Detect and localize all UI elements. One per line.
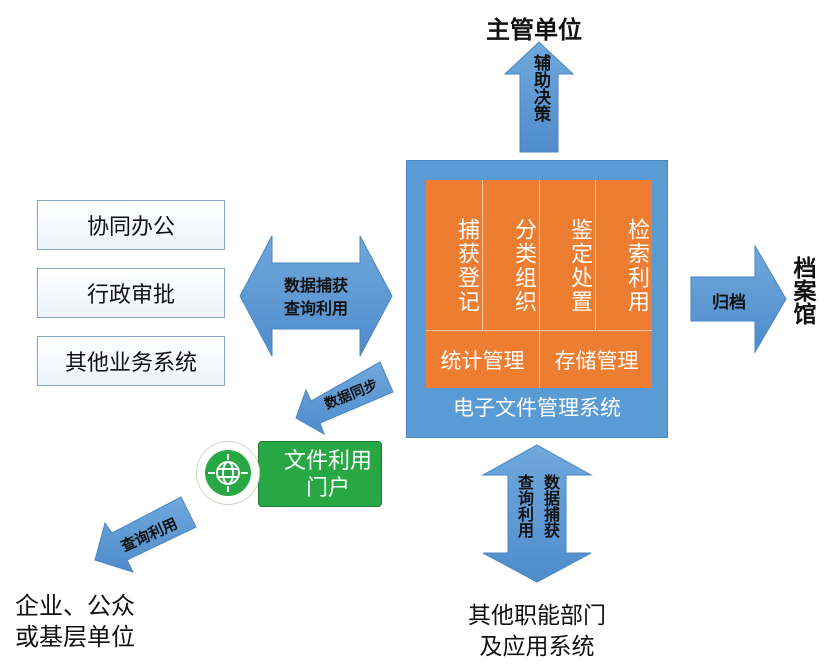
top-label: 主管单位 <box>486 16 582 44</box>
up-arrow <box>503 41 575 153</box>
query-arrow <box>94 496 197 573</box>
file-portal: 文件利用 门户 <box>258 441 382 507</box>
up-arrow-label: 辅助决策 <box>530 54 550 122</box>
left-item-approval: 行政审批 <box>37 268 225 318</box>
double-h-arrow <box>239 235 393 357</box>
double-v-arrow <box>481 444 593 583</box>
divider <box>482 180 483 330</box>
function-capture: 捕获登记 <box>454 218 479 314</box>
double-h-label-2: 查询利用 <box>283 299 348 318</box>
right-label: 档案馆 <box>789 256 815 325</box>
function-retrieve: 检索利用 <box>624 218 649 314</box>
function-statistics: 统计管理 <box>440 348 525 373</box>
divider <box>539 331 540 388</box>
right-arrow <box>690 244 787 354</box>
double-v-label-1: 查询利用 <box>515 474 534 538</box>
left-item-office: 协同办公 <box>37 200 225 250</box>
double-h-label-1: 数据捕获 <box>283 276 348 295</box>
bottom-center-label-1: 其他职能部门 <box>468 603 606 629</box>
sync-arrow <box>295 361 394 436</box>
bottom-left-label-1: 企业、公众 <box>15 592 135 620</box>
divider <box>595 180 596 330</box>
core-system-title: 电子文件管理系统 <box>453 396 621 420</box>
right-arrow-label: 归档 <box>712 293 746 313</box>
function-classify: 分类组织 <box>511 218 536 314</box>
double-v-label-2: 数据捕获 <box>541 474 560 538</box>
function-appraise: 鉴定处置 <box>567 218 592 314</box>
bottom-left-label-2: 或基层单位 <box>15 623 135 651</box>
portal-label-2: 门户 <box>305 476 350 501</box>
divider <box>426 330 652 331</box>
function-storage: 存储管理 <box>554 348 639 373</box>
bottom-center-label-2: 及应用系统 <box>479 634 595 660</box>
globe-icon <box>208 454 248 492</box>
divider <box>539 180 540 330</box>
left-item-other: 其他业务系统 <box>37 336 225 386</box>
portal-label-1: 文件利用 <box>283 449 372 474</box>
